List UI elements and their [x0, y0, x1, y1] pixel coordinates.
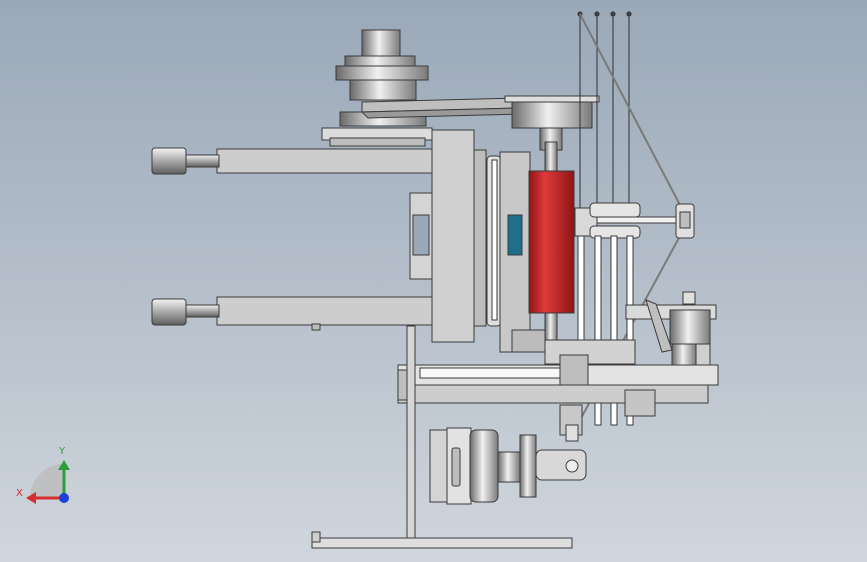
drive-belt	[360, 97, 527, 119]
stand	[311, 325, 573, 549]
upper-cylinder-arm	[151, 147, 433, 175]
coordinate-triad-icon: Y X	[16, 446, 70, 504]
side-frame	[499, 151, 553, 353]
upper-pulley	[321, 29, 433, 147]
main-mounting-plate	[409, 129, 502, 343]
base-slide	[397, 339, 719, 417]
triad-y-label: Y	[58, 446, 66, 457]
clamp-bar	[574, 202, 695, 239]
right-bracket	[625, 291, 717, 373]
roller-assembly	[528, 141, 575, 346]
triad-x-label: X	[16, 488, 23, 499]
lower-cylinder-arm	[151, 296, 433, 331]
lower-motor	[429, 404, 587, 505]
